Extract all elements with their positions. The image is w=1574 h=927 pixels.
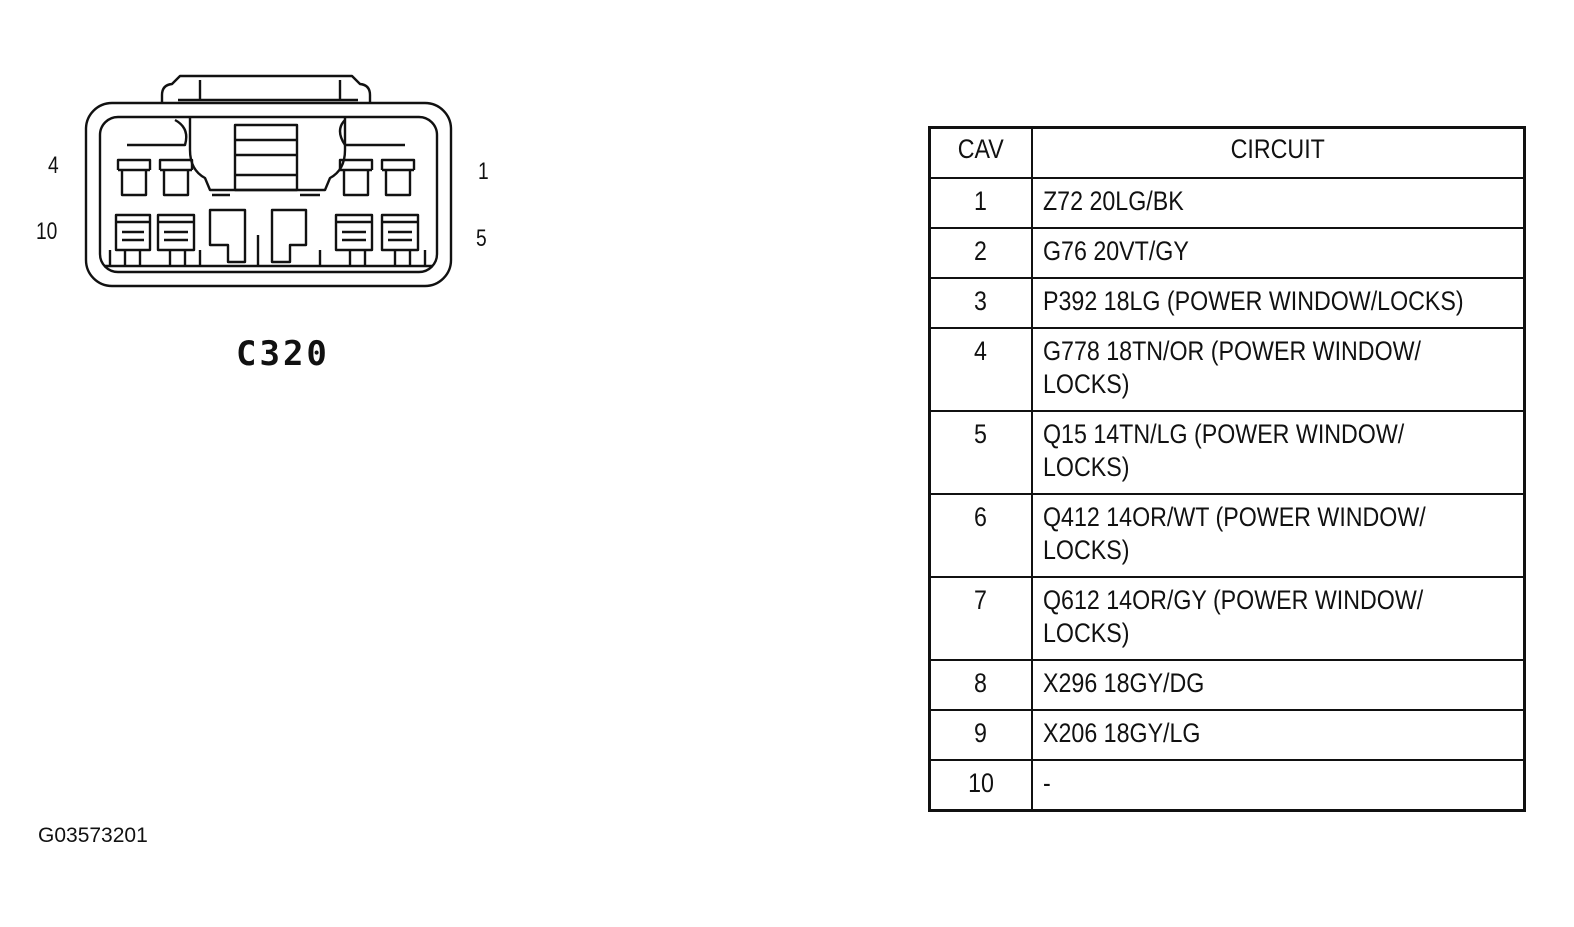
pin-label-bottom-right: 5 xyxy=(476,225,487,252)
cav-cell: 2 xyxy=(928,227,1033,279)
pin-label-bottom-left: 10 xyxy=(36,218,58,245)
cav-cell: 1 xyxy=(928,177,1033,229)
connector-latch-channel xyxy=(188,117,347,192)
connector-housing-outer xyxy=(84,101,453,288)
cav-cell: 9 xyxy=(928,709,1033,761)
table-row: 10- xyxy=(928,759,1526,812)
connector-housing-inner xyxy=(98,115,439,274)
connector-lock-tab xyxy=(160,74,372,103)
circuit-cell: X296 18GY/DG xyxy=(1031,659,1526,711)
cav-cell: 8 xyxy=(928,659,1033,711)
cav-cell: 4 xyxy=(928,327,1033,412)
figure-id: G03573201 xyxy=(38,824,148,847)
top-row-cavities xyxy=(116,158,416,197)
cav-cell: 7 xyxy=(928,576,1033,661)
bottom-row-cavities xyxy=(114,208,420,264)
cav-cell: 5 xyxy=(928,410,1033,495)
circuit-cell: G778 18TN/OR (POWER WINDOW/ LOCKS) xyxy=(1031,327,1526,412)
table-header-row: CAV CIRCUIT xyxy=(928,126,1526,179)
cav-cell: 6 xyxy=(928,493,1033,578)
cav-cell: 10 xyxy=(928,759,1033,812)
pin-label-top-left: 4 xyxy=(48,152,59,179)
circuit-cell: Z72 20LG/BK xyxy=(1031,177,1526,229)
connector-c320-drawing xyxy=(84,74,453,288)
pin-label-top-right: 1 xyxy=(478,158,489,185)
circuit-cell: - xyxy=(1031,759,1526,812)
circuit-cell: Q612 14OR/GY (POWER WINDOW/ LOCKS) xyxy=(1031,576,1526,661)
circuit-cell: X206 18GY/LG xyxy=(1031,709,1526,761)
circuit-cell: P392 18LG (POWER WINDOW/LOCKS) xyxy=(1031,277,1526,329)
cav-cell: 3 xyxy=(928,277,1033,329)
circuit-cell: G76 20VT/GY xyxy=(1031,227,1526,279)
bottom-ribs xyxy=(104,235,432,268)
header-circuit: CIRCUIT xyxy=(1031,126,1526,179)
header-cav: CAV xyxy=(928,126,1033,179)
connector-name: C320 xyxy=(236,334,330,374)
circuit-cell: Q412 14OR/WT (POWER WINDOW/ LOCKS) xyxy=(1031,493,1526,578)
circuit-cell: Q15 14TN/LG (POWER WINDOW/ LOCKS) xyxy=(1031,410,1526,495)
